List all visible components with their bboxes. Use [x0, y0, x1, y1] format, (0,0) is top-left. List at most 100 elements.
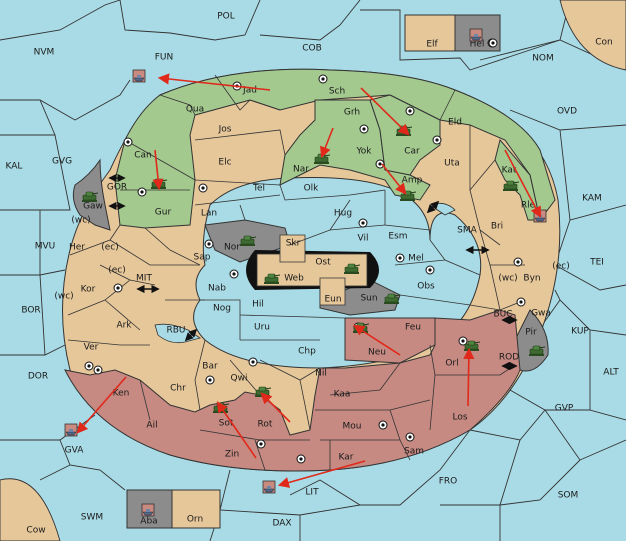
supply-center-vil	[358, 218, 368, 228]
sea-label-nom: NOM	[532, 54, 554, 64]
land-label-bri: Bri	[491, 222, 503, 232]
army-unit-amp[interactable]	[400, 190, 417, 201]
sea-label-tei: TEI	[589, 258, 604, 268]
army-unit-sun[interactable]	[384, 293, 401, 304]
move-order-arrow	[216, 401, 257, 459]
province-eun[interactable]	[319, 277, 346, 306]
land-label-hug: Hug	[334, 209, 352, 219]
supply-center-yok	[375, 159, 385, 169]
supply-center-kor	[113, 283, 123, 293]
sea-label-gvg: GVG	[52, 157, 72, 167]
sea-label-swm: SWM	[81, 513, 103, 523]
supply-center-layer	[84, 38, 526, 464]
land-label-kaa: Kaa	[334, 390, 351, 400]
supply-center-obs	[425, 265, 435, 275]
move-order-arrow	[320, 127, 334, 159]
army-unit-kat[interactable]	[503, 180, 520, 191]
move-order-arrow	[277, 460, 366, 488]
sea-label-buc: BUC	[493, 310, 512, 320]
province-elf[interactable]	[404, 14, 456, 52]
supply-center-car	[405, 106, 415, 116]
province-kat-area[interactable]	[494, 138, 541, 221]
land-label-ost: Ost	[315, 258, 331, 268]
land-label-zin: Zin	[225, 450, 239, 460]
supply-center-gur	[137, 187, 147, 197]
sea-label-rbu: RBU	[166, 326, 185, 336]
land-label-jos: Jos	[218, 125, 232, 135]
land-label-uta: Uta	[444, 159, 460, 169]
red-territory	[64, 309, 521, 472]
land-label-nog: Nog	[213, 304, 231, 314]
move-order-arrow	[504, 149, 542, 218]
supply-center-nab	[229, 269, 239, 279]
supply-center-qwi	[248, 357, 258, 367]
land-label-can: Can	[134, 151, 152, 161]
move-order-arrow	[260, 392, 291, 423]
move-order-arrow	[360, 87, 410, 136]
supply-center-grh	[359, 124, 369, 134]
land-label-amp: Amp	[402, 176, 423, 186]
sea-label-pol: POL	[217, 12, 235, 22]
land-label-web: Web	[284, 274, 304, 284]
land-label-ken: Ken	[113, 389, 130, 399]
land-label-orl: Orl	[445, 359, 458, 369]
sea-label-fun: FUN	[155, 53, 174, 63]
army-unit-nor[interactable]	[240, 235, 257, 246]
coast-label: (wc)	[498, 274, 517, 284]
fleet-unit-aba[interactable]	[141, 503, 155, 517]
sea-label-kam: KAM	[582, 194, 602, 204]
land-label-tel: Tel	[252, 184, 265, 194]
land-label-vil: Vil	[358, 234, 369, 244]
land-label-kat: Kat	[502, 166, 517, 176]
army-unit-ost[interactable]	[344, 263, 361, 274]
land-label-nil: Nil	[315, 369, 327, 379]
land-label-nab: Nab	[208, 284, 226, 294]
land-label-feu: Feu	[405, 323, 421, 333]
land-label-gur: Gur	[155, 208, 172, 218]
supply-center-mel	[395, 253, 405, 263]
land-label-obs: Obs	[417, 282, 435, 292]
land-label-ver: Ver	[84, 343, 99, 353]
land-label-grh: Grh	[344, 108, 360, 118]
land-label-eld: Eld	[448, 118, 462, 128]
supply-center-eld	[432, 135, 442, 145]
sea-label-lit: LIT	[305, 488, 319, 498]
supply-center-can	[123, 137, 133, 147]
army-unit-web[interactable]	[264, 273, 281, 284]
army-unit-pir[interactable]	[529, 345, 546, 356]
move-order-arrow	[353, 324, 401, 356]
sea-label-cow: Cow	[26, 526, 45, 536]
land-label-nor: Nor	[224, 243, 240, 253]
fleet-unit-lit[interactable]	[262, 480, 276, 494]
sea-label-alt: ALT	[603, 368, 619, 378]
sea-label-gvp: GVP	[555, 404, 574, 414]
sea-label-dor: DOR	[28, 372, 48, 382]
coast-label: (ec)	[108, 266, 126, 276]
land-label-hil: Hil	[252, 300, 264, 310]
land-label-chp: Chp	[298, 347, 316, 357]
land-label-hel: Hel	[470, 40, 485, 50]
sea-label-mvu: MVU	[35, 242, 56, 252]
fleet-unit-fun[interactable]	[132, 69, 146, 83]
fleet-unit-hel[interactable]	[469, 28, 483, 42]
land-label-olk: Olk	[304, 184, 320, 194]
province-neu-feu[interactable]	[344, 317, 436, 364]
move-order-arrow	[76, 376, 127, 434]
supply-center-sam	[405, 432, 415, 442]
land-label-qua: Qua	[186, 105, 204, 115]
land-label-gwa: Gwa	[531, 309, 551, 319]
land-label-nar: Nar	[293, 165, 309, 175]
land-label-mel: Mel	[408, 254, 424, 264]
province-orn[interactable]	[171, 489, 221, 529]
supply-center-kar	[296, 454, 306, 464]
land-label-jad: Jad	[242, 86, 257, 96]
army-unit-gaw[interactable]	[82, 191, 99, 202]
land-label-sun: Sun	[360, 294, 377, 304]
land-label-sch: Sch	[329, 87, 345, 97]
coast-label: (ec)	[101, 243, 119, 253]
land-label-pir: Pir	[525, 328, 537, 338]
fleet-unit-gva[interactable]	[64, 423, 78, 437]
supply-center-ken	[93, 365, 103, 375]
land-label-ail: Ail	[146, 421, 157, 431]
